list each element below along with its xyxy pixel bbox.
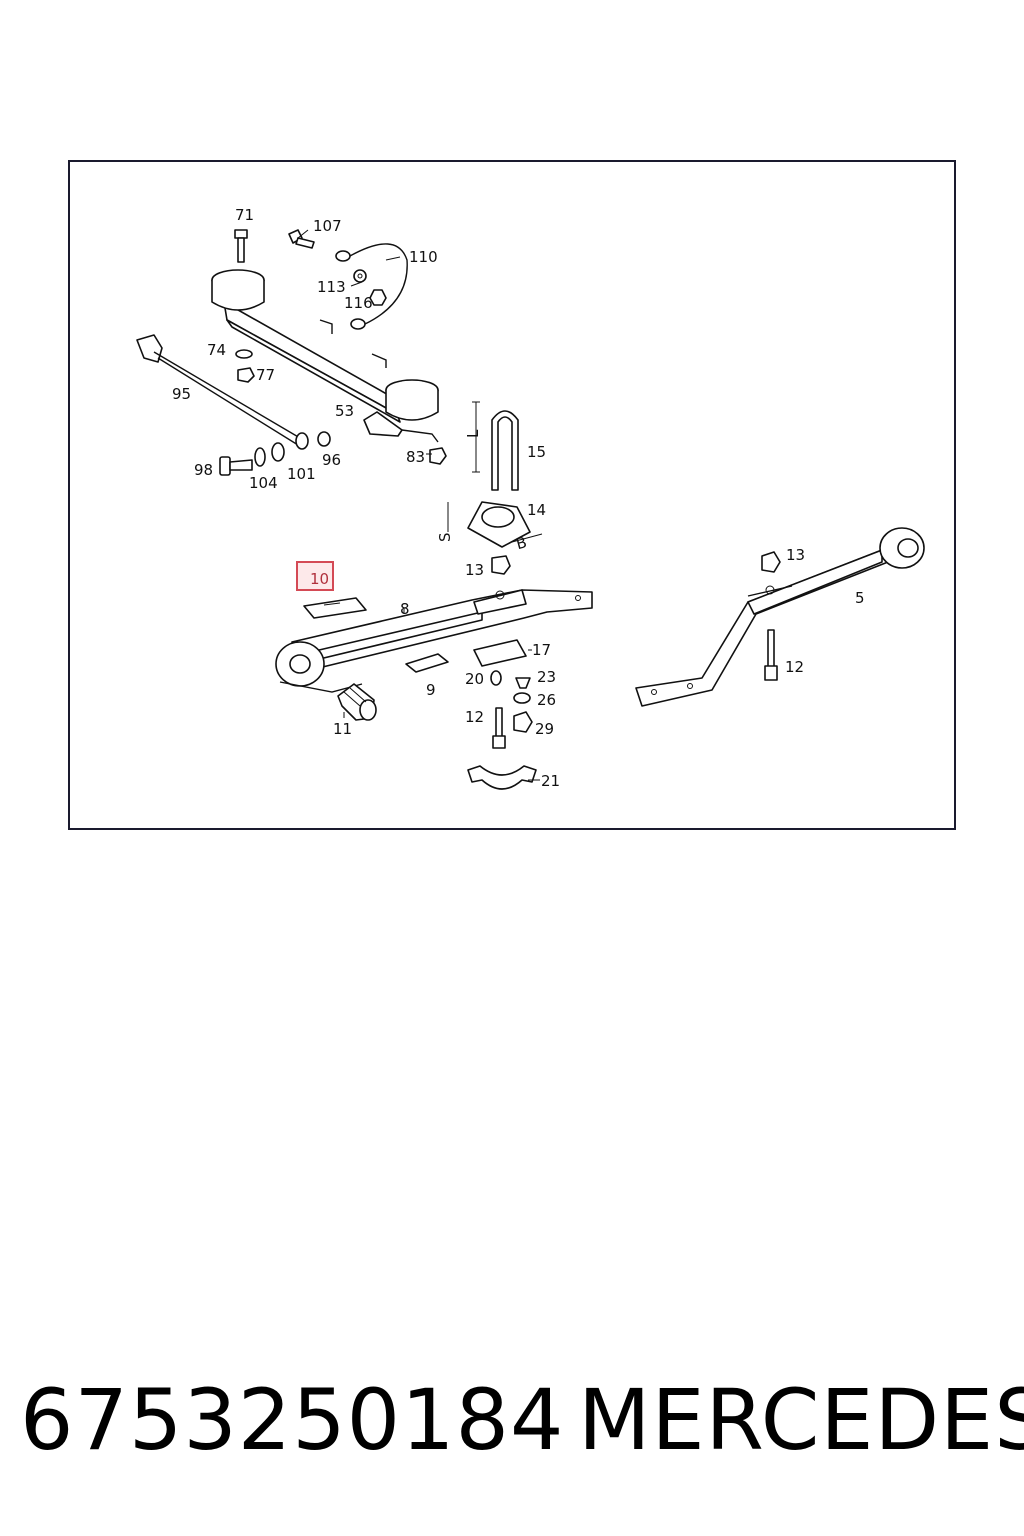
label-23: 23 [537,668,556,686]
label-113: 113 [317,278,346,296]
pad-9 [405,653,449,673]
crossmember-53 [211,269,439,443]
nut-13-right [761,551,781,573]
label-110: 110 [409,248,438,266]
label-104: 104 [249,474,278,492]
plate-17 [473,639,527,667]
nut-101 [271,442,285,462]
washer-23 [515,677,531,689]
bump-stop-11 [337,683,377,721]
parts-diagram: 71 107 110 113 116 74 77 95 53 98 104 10… [136,206,925,790]
nut-83 [429,447,447,465]
bolt-12-right [764,629,778,681]
label-9: 9 [426,681,436,699]
brand-name: MERCEDES [578,1371,1024,1469]
bolt-71 [234,229,248,263]
label-26: 26 [537,691,556,709]
label-13-right: 13 [786,546,805,564]
cable-110 [335,243,408,330]
highlight-box-10 [296,561,334,591]
label-17: 17 [532,641,551,659]
u-bolt-15 [472,401,519,491]
nut-77 [237,367,255,383]
label-5: 5 [855,589,865,607]
label-12-left: 12 [465,708,484,726]
product-caption: 6753250184 MERCEDES [0,1360,1024,1480]
label-74: 74 [207,341,226,359]
nut-29 [513,711,533,733]
label-53: 53 [335,402,354,420]
label-95: 95 [172,385,191,403]
washer-104 [254,447,266,467]
nut-13-left [491,555,511,575]
label-L: L [464,429,482,438]
label-8: 8 [400,600,410,618]
washer-74 [235,349,253,359]
bolt-98 [219,456,253,476]
label-83: 83 [406,448,425,466]
label-116: 116 [344,294,373,312]
clamp-plate-14 [447,501,543,548]
bolt-107 [288,229,315,249]
label-15: 15 [527,443,546,461]
bushing-96 [317,431,331,447]
label-21: 21 [541,772,560,790]
label-13-left: 13 [465,561,484,579]
label-20: 20 [465,670,484,688]
leaf-spring-8 [275,589,593,693]
pad-10 [303,597,367,619]
parts-diagram-frame: 71 107 110 113 116 74 77 95 53 98 104 10… [68,160,956,830]
label-98: 98 [194,461,213,479]
label-77: 77 [256,366,275,384]
part-number: 6753250184 [20,1371,565,1469]
label-11: 11 [333,720,352,738]
bolt-12-left [492,707,506,749]
label-14: 14 [527,501,546,519]
label-101: 101 [287,465,316,483]
label-10: 10 [310,570,329,588]
bushing-20 [490,670,502,686]
label-S: S [436,532,454,542]
label-107: 107 [313,217,342,235]
washer-26 [513,692,531,704]
label-12-right: 12 [785,658,804,676]
label-29: 29 [535,720,554,738]
clamp-21 [467,765,537,790]
rod-95 [136,334,309,450]
label-71: 71 [235,206,254,224]
label-96: 96 [322,451,341,469]
spring-assembly-5 [635,527,925,707]
label-B: B [514,533,529,553]
